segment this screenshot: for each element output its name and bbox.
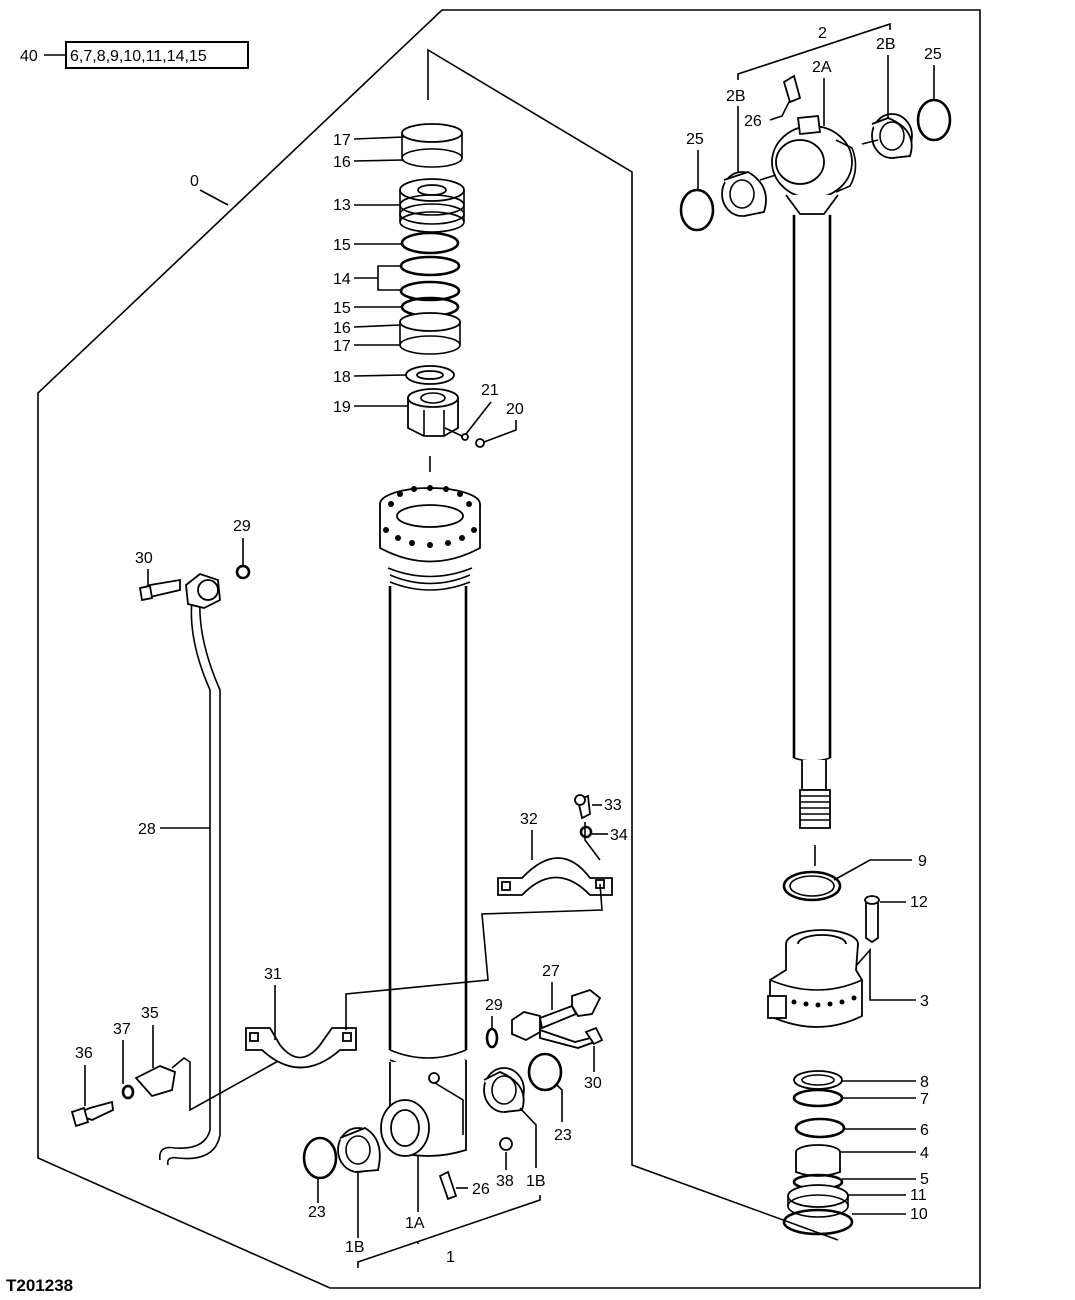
- callout-17b: 17: [333, 338, 351, 355]
- callout-26: 26: [472, 1181, 490, 1198]
- callout-1A: 1A: [405, 1215, 425, 1232]
- callout-25-left: 25: [686, 131, 704, 148]
- callout-13: 13: [333, 197, 351, 214]
- callout-3: 3: [920, 993, 929, 1010]
- callout-12: 12: [910, 894, 928, 911]
- callout-26-rod: 26: [744, 113, 762, 130]
- callout-36: 36: [75, 1045, 93, 1062]
- callout-15b: 15: [333, 300, 351, 317]
- callout-32: 32: [520, 811, 538, 828]
- rod-head-leaders: 9 12 3 8 7 6 4 5 11 10: [833, 853, 929, 1223]
- callout-30: 30: [135, 550, 153, 567]
- callout-38: 38: [496, 1173, 514, 1190]
- callout-1B: 1B: [345, 1239, 365, 1256]
- callout-10: 10: [910, 1206, 928, 1223]
- callout-2B-left: 2B: [726, 88, 746, 105]
- callout-1: 1: [446, 1249, 455, 1266]
- callout-18: 18: [333, 369, 351, 386]
- figure-id: T201238: [6, 1276, 73, 1295]
- piston-seal-stack: [399, 123, 485, 472]
- base-pin-parts: [302, 1052, 563, 1201]
- callout-29b: 29: [485, 997, 503, 1014]
- cylinder-tube: [379, 485, 481, 1157]
- kit-reference: 40 6,7,8,9,10,11,14,15: [20, 41, 249, 69]
- callout-16b: 16: [333, 320, 351, 337]
- callout-31: 31: [264, 966, 282, 983]
- callout-27: 27: [542, 963, 560, 980]
- callout-4: 4: [920, 1145, 929, 1162]
- callout-6: 6: [920, 1122, 929, 1139]
- hose-leaders: 0 29 30 28 35 37 36: [75, 173, 281, 1112]
- callout-8: 8: [920, 1074, 929, 1091]
- callout-28: 28: [138, 821, 156, 838]
- callout-5: 5: [920, 1171, 929, 1188]
- callout-33: 33: [604, 797, 622, 814]
- callout-19: 19: [333, 399, 351, 416]
- callout-17: 17: [333, 132, 351, 149]
- callout-37: 37: [113, 1021, 131, 1038]
- callout-30b: 30: [584, 1075, 602, 1092]
- callout-0: 0: [190, 173, 199, 190]
- callout-14: 14: [333, 271, 351, 288]
- clamp-leaders: 31 32 33 34: [264, 797, 628, 1040]
- rod-assembly: [679, 74, 952, 829]
- base-pin-leaders: 23 1B 1A 26 38 1B 23 1: [308, 1083, 572, 1268]
- kit-contents: 6,7,8,9,10,11,14,15: [70, 48, 207, 65]
- callout-9: 9: [918, 853, 927, 870]
- callout-29: 29: [233, 518, 251, 535]
- callout-2A: 2A: [812, 59, 832, 76]
- assembly-boundary: [37, 9, 981, 1289]
- callout-20: 20: [506, 401, 524, 418]
- kit-number: 40: [20, 48, 38, 65]
- callout-7: 7: [920, 1091, 929, 1108]
- callout-23: 23: [308, 1204, 326, 1221]
- callout-25-right: 25: [924, 46, 942, 63]
- callout-34: 34: [610, 827, 628, 844]
- hose-assembly: [70, 564, 251, 1166]
- rod-leaders: 2 2A 2B 2B 25 25 26: [686, 22, 942, 190]
- callout-23-right: 23: [554, 1127, 572, 1144]
- callout-16: 16: [333, 154, 351, 171]
- top-stack-leaders: 17 16 13 15 14 15 16 17 18 19 21 20: [333, 132, 524, 443]
- callout-15: 15: [333, 237, 351, 254]
- callout-11: 11: [910, 1187, 927, 1204]
- callout-2: 2: [818, 25, 827, 42]
- clamp-parts: [245, 794, 613, 1069]
- callout-21: 21: [481, 382, 499, 399]
- callout-35: 35: [141, 1005, 159, 1022]
- tube-fitting: 27 29 30: [485, 963, 604, 1092]
- cylinder-group-boundary: [427, 48, 839, 1241]
- kit-box: [65, 41, 249, 69]
- callout-2B-right: 2B: [876, 36, 896, 53]
- rod-head-group: [767, 845, 880, 1236]
- callout-1B-right: 1B: [526, 1173, 546, 1190]
